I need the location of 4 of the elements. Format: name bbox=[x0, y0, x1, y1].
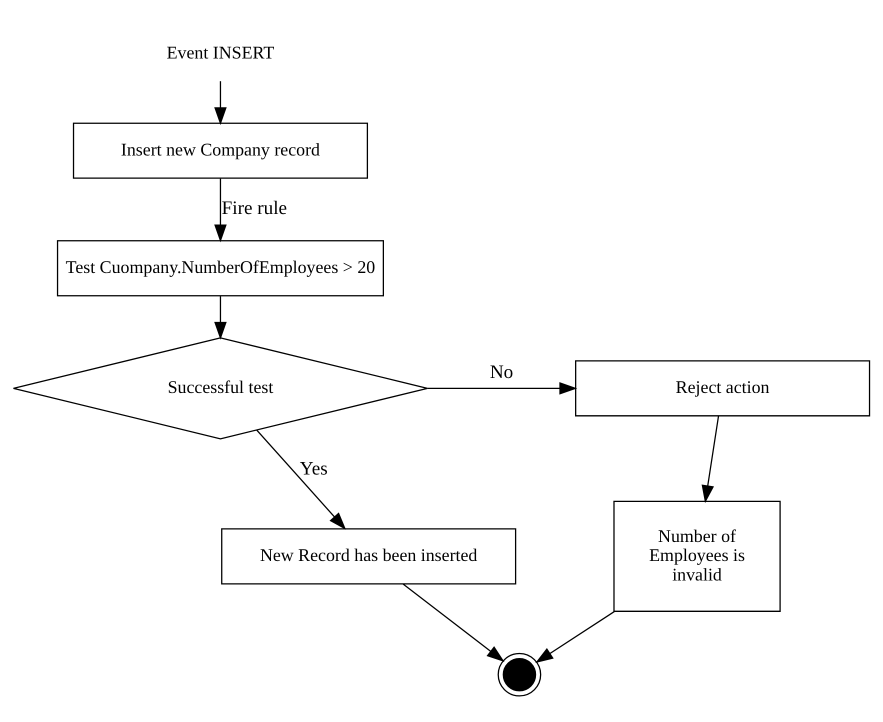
edge-label: Fire rule bbox=[222, 198, 288, 219]
node-text: Event INSERT bbox=[166, 42, 274, 62]
edge-label: Yes bbox=[300, 458, 328, 480]
edge-label: No bbox=[490, 362, 514, 384]
